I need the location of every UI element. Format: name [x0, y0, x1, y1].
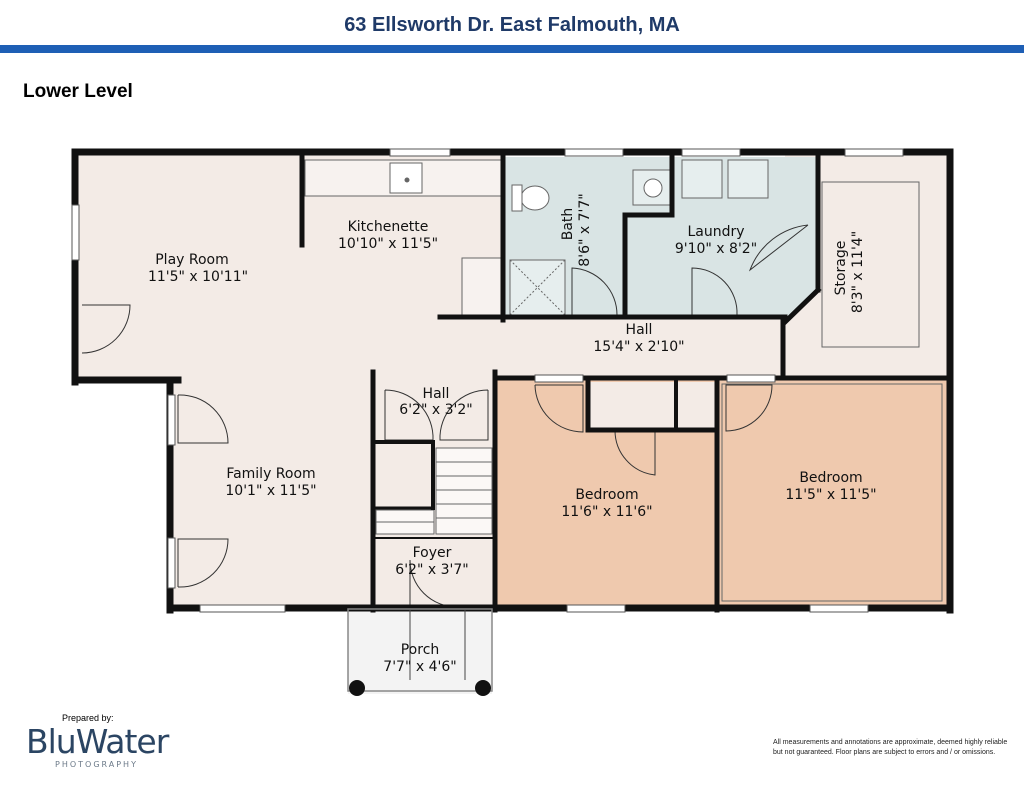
door-swing-play [81, 304, 131, 354]
room-dims-laundry: 9'10" x 8'2" [675, 241, 757, 257]
room-name-bedroom-2: Bedroom [799, 470, 862, 486]
door-swing-family-2 [177, 538, 229, 588]
staircase [375, 447, 493, 535]
storage-shelf [821, 181, 920, 348]
door-swing-bath [571, 267, 618, 316]
porch-post-left [349, 680, 365, 696]
fill-closet-1 [590, 382, 675, 428]
room-dims-foyer: 6'2" x 3'7" [395, 562, 468, 578]
door-swings [81, 224, 809, 608]
sink-icon [389, 162, 423, 194]
room-name-family: Family Room [226, 466, 315, 482]
disclaimer-text: All measurements and annotations are app… [773, 739, 1008, 756]
page-title: 63 Ellsworth Dr. East Falmouth, MA [344, 14, 680, 36]
room-dims-hall-small: 6'2" x 3'2" [399, 402, 472, 418]
fixtures [304, 159, 943, 602]
room-name-hall-small: Hall [423, 386, 450, 402]
door-swing-hall-2 [439, 389, 489, 441]
shower-icon [509, 259, 566, 316]
room-name-foyer: Foyer [413, 545, 452, 561]
room-name-kitchenette: Kitchenette [348, 219, 429, 235]
door-swing-bedroom-1 [534, 384, 584, 433]
toilet-icon [520, 185, 550, 211]
room-name-storage: Storage [833, 241, 849, 296]
room-dims-porch: 7'7" x 4'6" [383, 659, 456, 675]
door-swing-hall [384, 389, 434, 441]
header-rule [0, 45, 1024, 53]
room-dims-bedroom-1: 11'6" x 11'6" [561, 504, 652, 520]
room-dims-family: 10'1" x 11'5" [225, 483, 316, 499]
room-dims-hall-main: 15'4" x 2'10" [593, 339, 684, 355]
door-swing-family-1 [177, 394, 229, 444]
washer-icon [681, 159, 723, 199]
room-name-bath: Bath [560, 208, 576, 241]
windows [71, 148, 904, 613]
room-dims-play: 11'5" x 10'11" [148, 269, 248, 285]
prepared-by-label: Prepared by: [62, 713, 114, 723]
room-dims-kitchenette: 10'10" x 11'5" [338, 236, 438, 252]
fill-closet-2 [678, 382, 716, 428]
room-dims-bath: 8'6" x 7'7" [577, 193, 593, 266]
porch-post-right [475, 680, 491, 696]
door-swing-bedroom-2 [725, 384, 773, 432]
fill-bedroom-2 [717, 380, 949, 607]
room-dims-bedroom-2: 11'5" x 11'5" [785, 487, 876, 503]
room-name-bedroom-1: Bedroom [575, 487, 638, 503]
fill-hall-main [440, 317, 785, 377]
room-name-hall-main: Hall [626, 322, 653, 338]
room-dims-storage: 8'3" x 11'4" [850, 231, 866, 313]
door-swing-laundry [691, 267, 738, 316]
bedroom-2-closet-outline [721, 383, 943, 602]
brand-logo-subtitle: PHOTOGRAPHY [55, 760, 138, 769]
brand-logo: BluWater [26, 722, 169, 761]
door-swing-storage [748, 224, 809, 272]
room-labels: Play Room 11'5" x 10'11" Kitchenette 10'… [148, 193, 877, 675]
room-name-porch: Porch [401, 642, 440, 658]
fill-family-room [170, 377, 373, 609]
room-name-laundry: Laundry [687, 224, 744, 240]
door-swing-closet-1 [614, 429, 656, 476]
porch [347, 608, 493, 696]
dryer-icon [727, 159, 769, 199]
fill-porch [348, 609, 492, 694]
level-label: Lower Level [23, 81, 133, 102]
room-name-play: Play Room [155, 252, 229, 268]
appliance [461, 257, 503, 316]
